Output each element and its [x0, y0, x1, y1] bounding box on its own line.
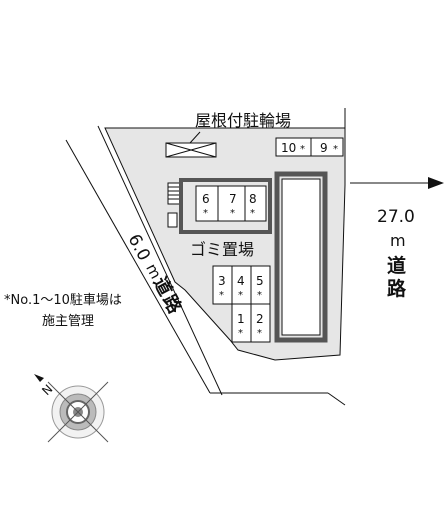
building-side	[274, 171, 328, 343]
space-8-number: 8	[249, 192, 257, 206]
compass-north-letter: N	[39, 382, 55, 398]
space-6-mark: *	[203, 208, 208, 219]
space-4-mark: *	[238, 290, 243, 301]
space-3-number: 3	[218, 274, 226, 288]
parking-spaces-3-5	[212, 265, 271, 305]
road-left-edge-inner	[97, 125, 223, 396]
road-left-width: 6.0	[124, 231, 154, 264]
parking-spaces-6-8	[195, 185, 267, 222]
stairs	[167, 182, 182, 205]
note-line-2: 施主管理	[42, 314, 94, 329]
road-right-char-1: 道	[387, 254, 406, 277]
garbage-area-label: ゴミ置場	[190, 240, 254, 259]
space-5-number: 5	[256, 274, 264, 288]
space-8-mark: *	[250, 208, 255, 219]
building-main	[179, 178, 272, 234]
space-1-mark: *	[238, 328, 243, 339]
space-10-number: 10	[281, 141, 296, 155]
bicycle-parking-leader	[189, 131, 201, 144]
road-direction-arrow	[428, 177, 444, 189]
road-right-char-2: 路	[387, 277, 407, 300]
space-9-number: 9	[320, 141, 328, 155]
road-right-unit: m	[390, 231, 406, 250]
space-6-number: 6	[202, 192, 210, 206]
note-line-1: *No.1〜10駐車場は	[4, 293, 122, 308]
space-2-number: 2	[256, 312, 264, 326]
space-10-mark: *	[300, 144, 305, 155]
space-7-mark: *	[230, 208, 235, 219]
compass-icon: N	[34, 374, 109, 443]
bicycle-parking-cross-2	[165, 142, 217, 158]
road-bottom-edge-corner	[327, 392, 346, 406]
space-3-mark: *	[219, 290, 224, 301]
building-side-inner	[281, 178, 321, 336]
space-2-mark: *	[257, 328, 262, 339]
space-5-mark: *	[257, 290, 262, 301]
road-right-width: 27.0	[377, 207, 415, 227]
space-9-mark: *	[333, 144, 338, 155]
space-1-number: 1	[237, 312, 245, 326]
utility-box	[167, 212, 178, 228]
bicycle-parking-label: 屋根付駐輪場	[195, 111, 291, 130]
space-4-number: 4	[237, 274, 245, 288]
space-7-number: 7	[229, 192, 237, 206]
road-left-edge-outer	[65, 139, 211, 394]
parking-spaces-9-10	[275, 137, 344, 157]
